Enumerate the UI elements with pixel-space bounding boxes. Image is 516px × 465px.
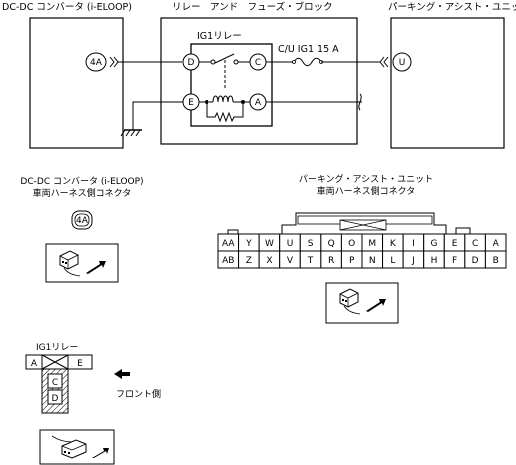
parking-conn-pin-label: J bbox=[411, 256, 415, 266]
parking-conn-title-1: パーキング・アシスト・ユニット bbox=[299, 173, 433, 185]
parking-conn-title-2: 車両ハーネス側コネクタ bbox=[317, 185, 416, 197]
dcdc-conn-pin-label: 4A bbox=[76, 216, 89, 226]
parking-conn-pin-label: H bbox=[431, 256, 438, 266]
parking-conn-pin-label: C bbox=[472, 239, 478, 249]
relay-pin-e-label: E bbox=[188, 98, 194, 108]
relay-conn-e-label: E bbox=[77, 359, 83, 369]
dcdc-conn-title-1: DC-DC コンバータ (i-ELOOP) bbox=[20, 176, 143, 187]
dcdc-pin-4a bbox=[85, 52, 107, 72]
dcdc-box bbox=[29, 17, 124, 149]
relay-conn-cell-e bbox=[67, 354, 93, 370]
parking-conn-pin-label: M bbox=[368, 239, 376, 249]
parking-conn-pin-label: Q bbox=[328, 239, 335, 249]
relay-fuse-block-box bbox=[160, 17, 358, 145]
parking-title: パーキング・アシスト・ユニット bbox=[388, 1, 516, 13]
relay-pin-a-label: A bbox=[255, 98, 262, 108]
parking-conn-cell bbox=[484, 250, 507, 269]
parking-conn-pin-label: AB bbox=[222, 256, 234, 266]
relay-conn-d-label: D bbox=[52, 394, 59, 404]
parking-conn-pin-label: L bbox=[390, 256, 395, 266]
relay-coil-icon bbox=[207, 95, 243, 103]
relay-conn-cell-c bbox=[47, 373, 63, 389]
connector-chevron-icon bbox=[109, 56, 119, 68]
relay-pin-c-label: C bbox=[255, 58, 261, 68]
relay-block-title: リレー アンド フューズ・ブロック bbox=[172, 1, 333, 13]
parking-unit-box bbox=[390, 17, 505, 149]
switch-arm bbox=[214, 53, 235, 64]
relay-resistor-icon bbox=[206, 102, 244, 123]
insert-arrow-icon bbox=[366, 299, 386, 312]
parking-conn-pin-label: Z bbox=[246, 256, 252, 266]
parking-conn-pin-label: U bbox=[287, 239, 294, 249]
ig1-relay-label: IG1リレー bbox=[197, 31, 242, 42]
insert-arrow-icon bbox=[86, 261, 106, 274]
dcdc-conn-icon-frame bbox=[45, 243, 119, 283]
parking-conn-pin-label: A bbox=[493, 239, 500, 249]
fuse-icon bbox=[293, 57, 322, 67]
dcdc-title: DC-DC コンバータ (i-ELOOP) bbox=[2, 2, 132, 13]
dcdc-pin-label: 4A bbox=[90, 58, 103, 68]
front-side-label: フロント側 bbox=[116, 388, 161, 400]
parking-conn-pin-label: O bbox=[348, 239, 355, 249]
parking-conn-pin-label: AA bbox=[222, 239, 235, 249]
ig1-relay-box bbox=[190, 43, 273, 127]
switch-contact-left bbox=[210, 59, 216, 65]
switch-contact-right bbox=[233, 59, 239, 65]
fuse-label: C/U IG1 15 A bbox=[278, 44, 339, 55]
relay-pin-d-label: D bbox=[188, 58, 195, 68]
parking-conn-pin-label: R bbox=[328, 256, 334, 266]
relay-conn-title: IG1リレー bbox=[36, 343, 78, 353]
parking-conn-pin-label: Y bbox=[245, 239, 252, 249]
wire-e-ground bbox=[132, 101, 183, 130]
parking-conn-housing bbox=[218, 212, 506, 235]
parking-conn-pin-label: B bbox=[493, 256, 499, 266]
front-arrow-icon bbox=[114, 369, 130, 379]
relay-plug-icon bbox=[51, 435, 87, 459]
parking-conn-pin-label: X bbox=[266, 256, 272, 266]
relay-conn-cell-d bbox=[47, 389, 63, 405]
parking-conn-pin-label: N bbox=[369, 256, 376, 266]
wire-break-icon bbox=[358, 93, 362, 111]
parking-conn-pin-label: D bbox=[472, 256, 479, 266]
parking-conn-pin-label: V bbox=[287, 256, 294, 266]
relay-conn-c-label: C bbox=[52, 378, 58, 388]
parking-conn-pin-label: F bbox=[452, 256, 457, 266]
parking-conn-pin-label: T bbox=[307, 256, 314, 266]
parking-pin-u bbox=[392, 52, 412, 72]
parking-conn-pin-label: P bbox=[349, 256, 355, 266]
parking-conn-pin-label: G bbox=[430, 239, 437, 249]
insert-arrow-icon bbox=[92, 448, 109, 458]
connector-chevron-icon bbox=[379, 56, 389, 68]
connector-plug-icon bbox=[339, 288, 361, 315]
parking-conn-pin-label: K bbox=[390, 239, 397, 249]
parking-conn-icon-frame bbox=[325, 282, 399, 324]
ground-icon bbox=[120, 129, 142, 137]
parking-conn-pin-label: E bbox=[452, 239, 458, 249]
dcdc-conn-title-2: 車両ハーネス側コネクタ bbox=[33, 187, 132, 199]
parking-conn-pin-label: W bbox=[265, 239, 274, 249]
parking-pin-label: U bbox=[399, 58, 406, 68]
parking-conn-pin-label: I bbox=[412, 239, 415, 249]
parking-conn-pin-grid: AA Y W U S Q O M K I G E C A AB Z X V T R P N L J H F D B bbox=[217, 233, 507, 269]
connector-plug-icon bbox=[59, 250, 81, 277]
parking-conn-pin-label: S bbox=[308, 239, 314, 249]
relay-conn-a-label: A bbox=[31, 359, 38, 369]
